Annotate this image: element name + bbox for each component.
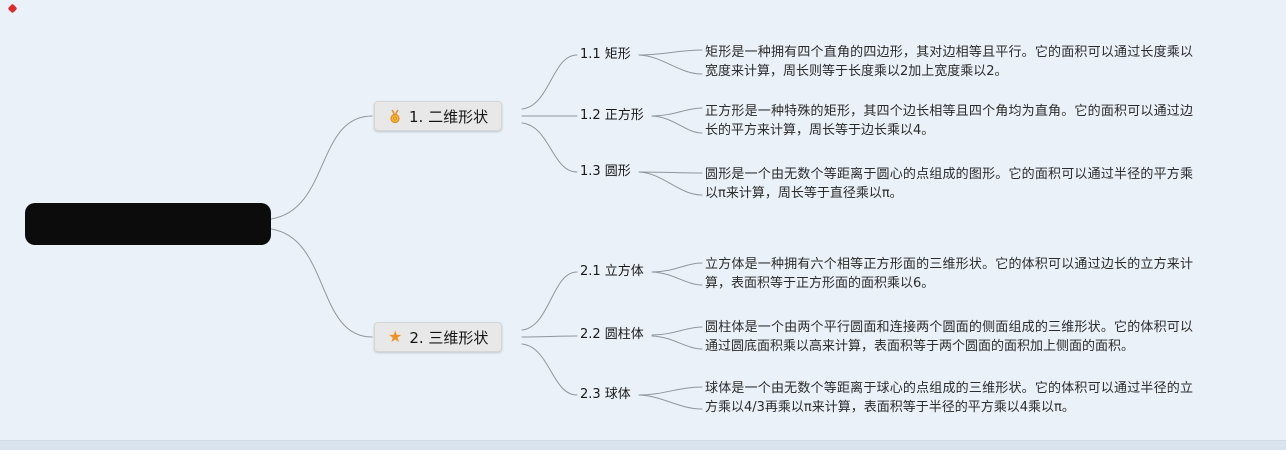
- description-square[interactable]: 正方形是一种特殊的矩形，其四个边长相等且四个角均为直角。它的面积可以通过边长的平…: [705, 104, 1193, 138]
- branch-node-3d-shapes[interactable]: ★ 2. 三维形状: [374, 322, 503, 352]
- horizontal-scrollbar[interactable]: [0, 440, 1286, 450]
- branch-label: 2. 三维形状: [409, 328, 489, 347]
- description-sphere[interactable]: 球体是一个由无数个等距离于球心的点组成的三维形状。它的体积可以通过半径的立方乘以…: [705, 381, 1193, 415]
- branch-label: 1. 二维形状: [409, 107, 489, 126]
- medal-icon: [388, 109, 402, 124]
- subtopic-rectangle[interactable]: 1.1 矩形: [580, 47, 631, 62]
- description-circle[interactable]: 圆形是一个由无数个等距离于圆心的点组成的图形。它的面积可以通过半径的平方乘以π来…: [705, 167, 1193, 201]
- subtopic-cube[interactable]: 2.1 立方体: [580, 264, 644, 279]
- branch-node-2d-shapes[interactable]: 1. 二维形状: [374, 101, 503, 131]
- corner-marker-icon: [7, 3, 18, 14]
- star-icon: ★: [388, 327, 403, 346]
- subtopic-sphere[interactable]: 2.3 球体: [580, 387, 631, 402]
- subtopic-square[interactable]: 1.2 正方形: [580, 108, 644, 123]
- subtopic-circle[interactable]: 1.3 圆形: [580, 164, 631, 179]
- description-cylinder[interactable]: 圆柱体是一个由两个平行圆面和连接两个圆面的侧面组成的三维形状。它的体积可以通过圆…: [705, 320, 1193, 354]
- description-cube[interactable]: 立方体是一种拥有六个相等正方形面的三维形状。它的体积可以通过边长的立方来计算，表…: [705, 257, 1193, 291]
- root-node[interactable]: [25, 203, 271, 245]
- description-rectangle[interactable]: 矩形是一种拥有四个直角的四边形，其对边相等且平行。它的面积可以通过长度乘以宽度来…: [705, 45, 1193, 79]
- subtopic-cylinder[interactable]: 2.2 圆柱体: [580, 327, 644, 342]
